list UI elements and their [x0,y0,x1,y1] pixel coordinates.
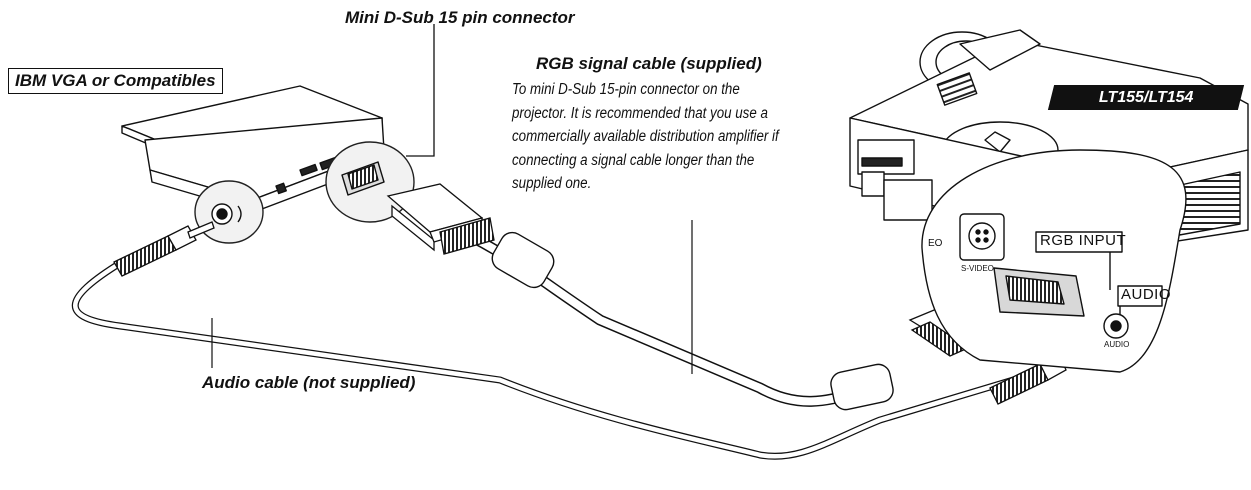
audio-port-label: AUDIO [1121,286,1172,303]
projector [849,29,1249,373]
video-partial-label: EO [928,238,943,249]
svideo-small-label: S-VIDEO [961,264,994,273]
model-badge: LT155/LT154 [1047,85,1245,110]
computer-label: IBM VGA or Compatibles [8,68,223,94]
model-label: LT155/LT154 [1098,88,1194,106]
rgb-plug-left [386,183,495,255]
ferrite-core-left [491,231,555,289]
audio-cable-label: Audio cable (not supplied) [202,373,416,392]
cable-note: To mini D-Sub 15-pin connector on the pr… [512,81,779,192]
connector-leader-line [406,24,435,157]
connector-label: Mini D-Sub 15 pin connector [345,8,575,27]
ferrite-core-right [830,363,894,411]
audio-cable [71,259,1042,460]
audio-plug-left [113,221,215,277]
laptop-computer [121,85,415,244]
audio-small-label: AUDIO [1104,340,1130,349]
rgb-input-label: RGB INPUT [1040,232,1127,249]
cable-title: RGB signal cable (supplied) [536,54,762,73]
